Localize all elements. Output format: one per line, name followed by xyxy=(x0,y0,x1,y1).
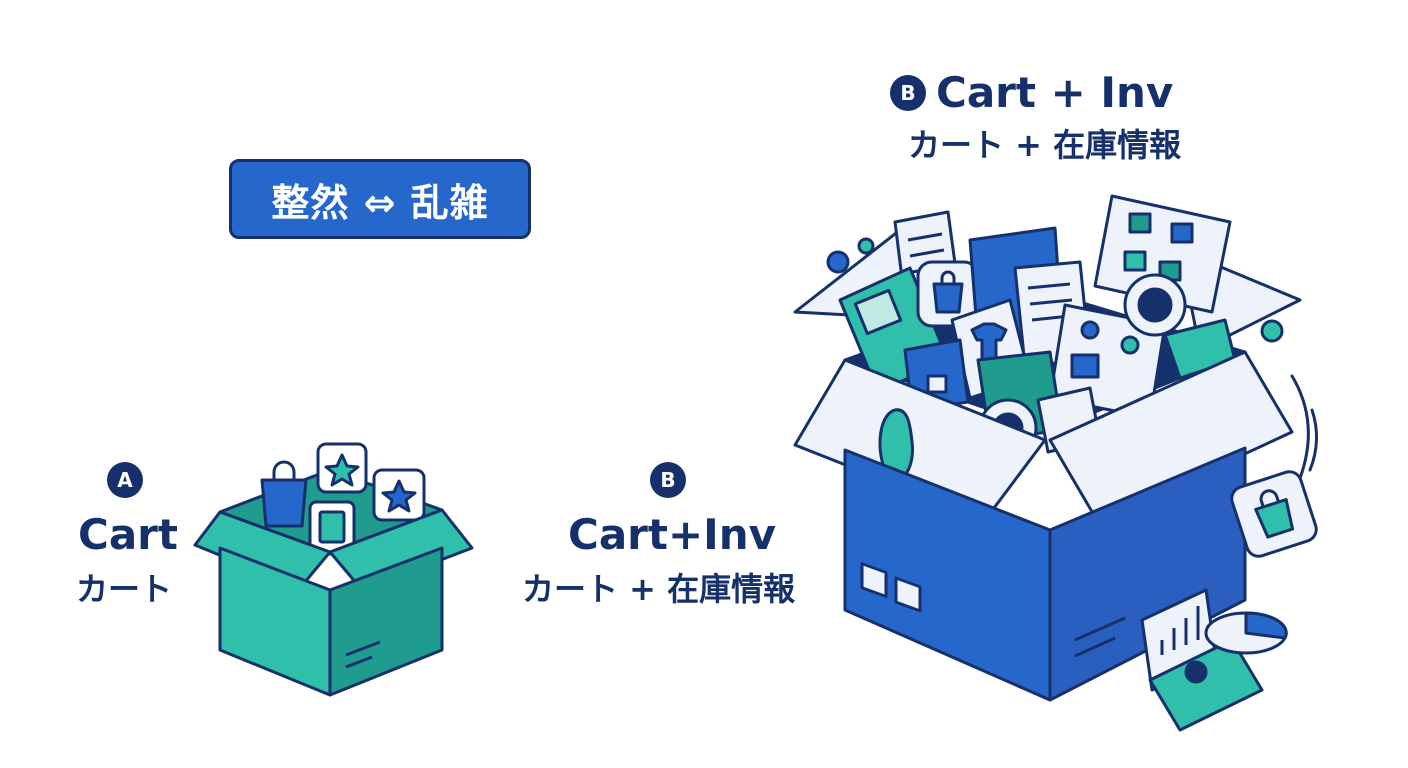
large-cart-inventory-box xyxy=(793,194,1302,702)
right-header-jp: カート + 在庫情報 xyxy=(908,126,1182,164)
inventory-shelf-icon xyxy=(1093,194,1232,314)
falling-shopping-bag-icon xyxy=(1230,470,1318,558)
star-card-icon xyxy=(372,468,426,522)
badge-b-right: B xyxy=(890,74,926,111)
left-label-jp: カート xyxy=(76,570,173,608)
pie-chart-icon xyxy=(1148,611,1288,732)
motion-lines xyxy=(1290,374,1318,488)
badge-b-middle: B xyxy=(650,462,686,498)
right-header-en: Cart + Inv xyxy=(936,68,1174,117)
middle-label-en: Cart+Inv xyxy=(568,510,777,559)
right-header: B Cart + Inv xyxy=(890,68,1173,117)
pill-text: 整然 ⇔ 乱雑 xyxy=(271,180,489,225)
shopping-bag-icon xyxy=(916,260,980,328)
camera-lens-icon xyxy=(1123,273,1187,337)
middle-label-jp: カート + 在庫情報 xyxy=(522,570,796,608)
shopping-bag-icon xyxy=(260,460,308,528)
left-label-en: Cart xyxy=(78,510,178,559)
bubbles-decor xyxy=(826,237,1284,343)
star-card-icon xyxy=(316,442,368,494)
badge-a: A xyxy=(107,462,143,498)
small-cart-box xyxy=(193,442,474,697)
order-disorder-pill: 整然 ⇔ 乱雑 xyxy=(229,159,531,239)
